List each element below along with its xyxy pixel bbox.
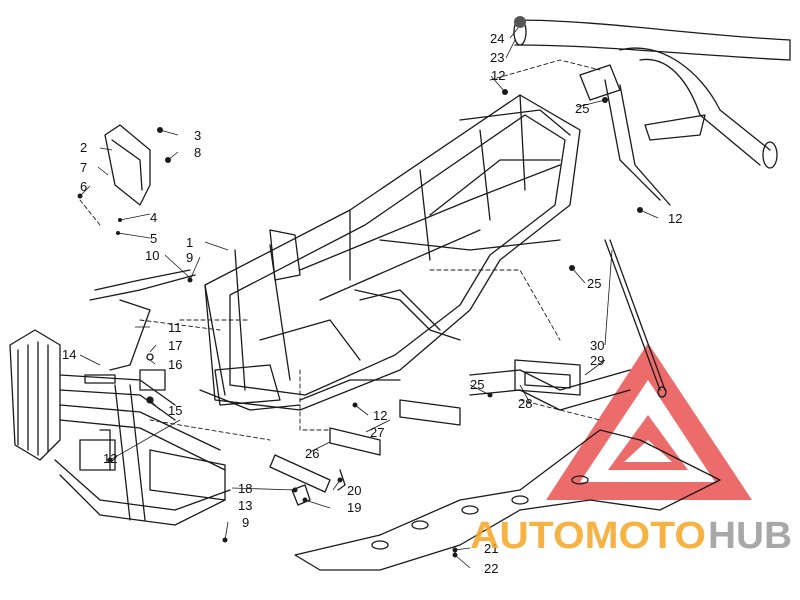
callout-3: 3 — [194, 128, 201, 143]
callout-2: 2 — [80, 140, 87, 155]
callout-labels: 1 2 3 4 5 6 7 8 9 9 10 11 12 12 12 12 13… — [62, 31, 682, 576]
callout-15: 15 — [168, 403, 182, 418]
watermark-automoto: AUTOMOTO — [470, 515, 706, 557]
callout-21: 21 — [484, 541, 498, 556]
front-bracket — [89, 124, 196, 371]
callout-1: 1 — [186, 235, 193, 250]
center-parts — [139, 353, 461, 506]
callout-12-top: 12 — [491, 68, 505, 83]
watermark-text: AUTOMOTO HUB — [470, 515, 792, 557]
callout-22: 22 — [484, 561, 498, 576]
callout-24: 24 — [490, 31, 504, 46]
callout-6: 6 — [80, 179, 87, 194]
callout-28: 28 — [518, 396, 532, 411]
callout-25-carrier: 25 — [470, 377, 484, 392]
watermark-logo — [546, 343, 752, 500]
rear-carrier — [469, 239, 667, 411]
fasteners — [77, 16, 643, 558]
callout-4: 4 — [150, 210, 157, 225]
callout-25-right: 25 — [587, 276, 601, 291]
callout-29: 29 — [590, 353, 604, 368]
rear-rack — [513, 18, 791, 206]
callout-5: 5 — [150, 231, 157, 246]
callout-17: 17 — [168, 338, 182, 353]
callout-12-center: 12 — [373, 408, 387, 423]
callout-25-top: 25 — [575, 101, 589, 116]
callout-23: 23 — [490, 50, 504, 65]
callout-30: 30 — [590, 338, 604, 353]
watermark-hub: HUB — [708, 515, 792, 557]
callout-14: 14 — [62, 347, 76, 362]
callout-7: 7 — [80, 160, 87, 175]
skid-plate — [294, 429, 721, 571]
callout-9-upper: 9 — [186, 250, 193, 265]
assembly-lines — [79, 59, 601, 441]
callout-12-right: 12 — [668, 211, 682, 226]
callout-8: 8 — [194, 145, 201, 160]
callout-9-lower: 9 — [242, 515, 249, 530]
callout-20: 20 — [347, 483, 361, 498]
callout-12-bumper: 12 — [103, 451, 117, 466]
callout-27: 27 — [370, 425, 384, 440]
main-frame — [199, 94, 581, 411]
callout-26: 26 — [305, 446, 319, 461]
frame-drawing — [9, 18, 791, 571]
callout-19: 19 — [347, 500, 361, 515]
callout-13: 13 — [238, 498, 252, 513]
callout-18: 18 — [238, 481, 252, 496]
callout-11: 11 — [168, 320, 182, 335]
front-bumper — [9, 329, 231, 526]
callout-10: 10 — [145, 248, 159, 263]
callout-16: 16 — [168, 357, 182, 372]
